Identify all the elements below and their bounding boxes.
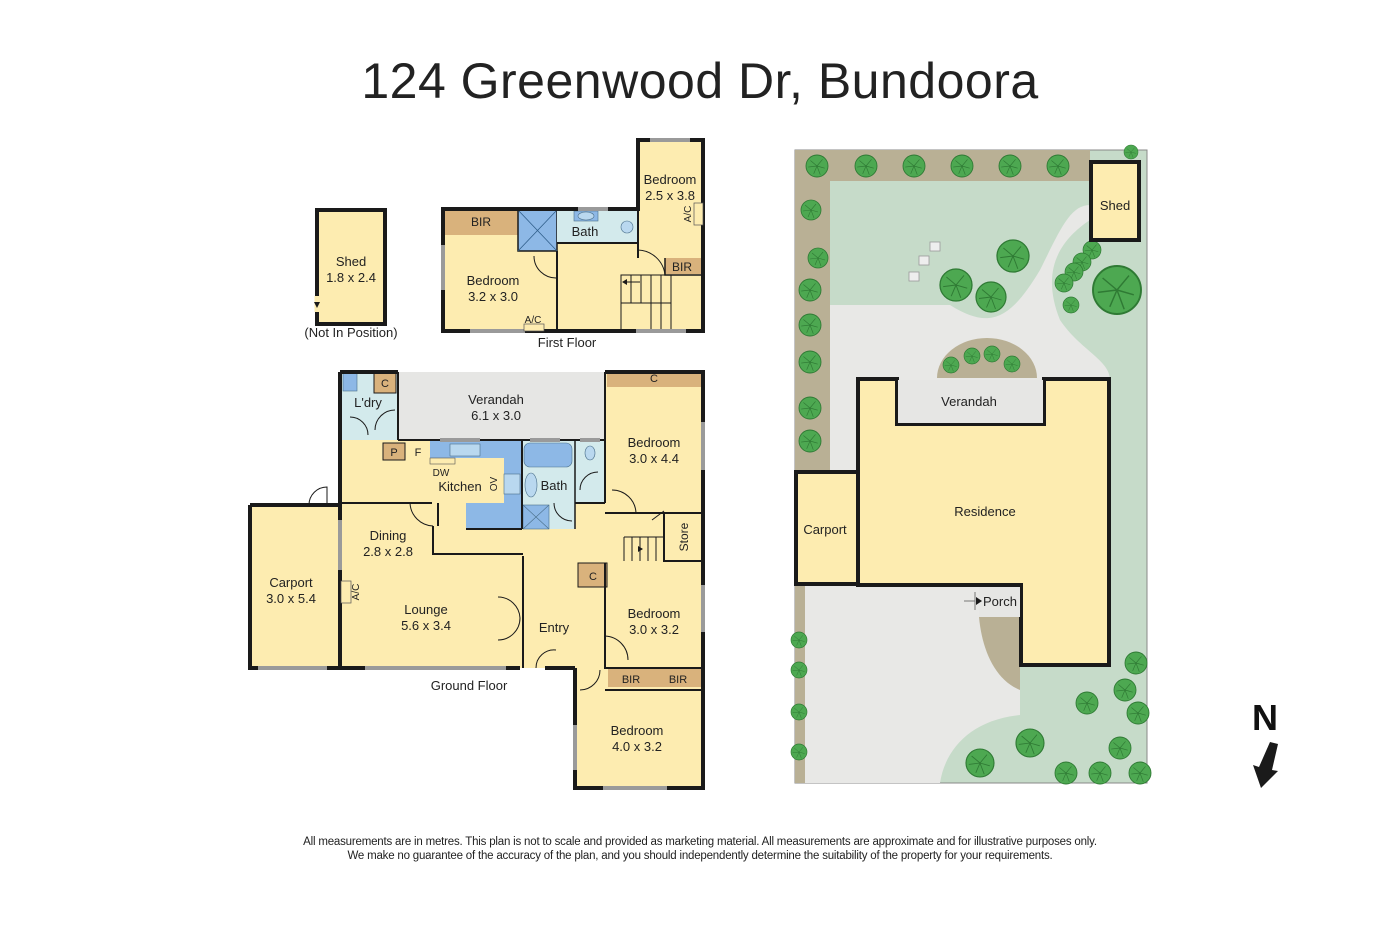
gf-carport-name: Carport: [269, 575, 313, 590]
gf-oven: OV: [489, 476, 500, 491]
ff-bir-2: BIR: [672, 260, 692, 274]
site-carport: Carport: [803, 522, 847, 537]
ff-ac-1: A/C: [525, 315, 542, 326]
ff-ac-2: A/C: [683, 206, 694, 223]
gf-verandah-size: 6.1 x 3.0: [471, 408, 521, 423]
gf-ac: A/C: [351, 584, 362, 601]
gf-laundry: L'dry: [354, 395, 382, 410]
ground-floor-plan: L'dry C Verandah 6.1 x 3.0 C Bedroom 3.0…: [248, 370, 705, 790]
ff-bedroom-2-size: 2.5 x 3.8: [645, 188, 695, 203]
page-title: 124 Greenwood Dr, Bundoora: [361, 53, 1039, 109]
shed-note: (Not In Position): [304, 325, 397, 340]
north-label: N: [1252, 697, 1278, 738]
first-floor-label: First Floor: [538, 335, 597, 350]
gf-bir-1: BIR: [622, 674, 640, 686]
ground-floor-label: Ground Floor: [431, 678, 508, 693]
shed-name: Shed: [336, 254, 366, 269]
ff-bath: Bath: [572, 224, 599, 239]
north-arrow-icon: [1253, 742, 1278, 788]
gf-bedroom-b-name: Bedroom: [628, 606, 681, 621]
gf-laundry-cupboard: C: [381, 378, 389, 390]
gf-bedroom-b-size: 3.0 x 3.2: [629, 622, 679, 637]
site-shed: Shed: [1100, 198, 1130, 213]
gf-dishwasher: DW: [433, 468, 450, 479]
gf-bath: Bath: [541, 478, 568, 493]
gf-bir-2: BIR: [669, 674, 687, 686]
gf-bedroom-c-size: 4.0 x 3.2: [612, 739, 662, 754]
bir-cabinet: [444, 210, 518, 235]
disclaimer-line-1: All measurements are in metres. This pla…: [303, 836, 1097, 848]
ff-bir-1: BIR: [471, 215, 491, 229]
gf-bedroom-a-cupboard: C: [650, 373, 658, 385]
first-floor-plan: BIR Bath BIR Bedroom 3.2 x 3.0 Bedroom 2…: [441, 138, 705, 350]
site-verandah: Verandah: [941, 394, 997, 409]
gf-pantry: P: [390, 447, 397, 459]
gf-bedroom-c-name: Bedroom: [611, 723, 664, 738]
gf-dining-name: Dining: [370, 528, 407, 543]
gf-bedroom-a-size: 3.0 x 4.4: [629, 451, 679, 466]
shed-plan: Shed 1.8 x 2.4 (Not In Position): [304, 208, 398, 340]
ff-bedroom-2-name: Bedroom: [644, 172, 697, 187]
shed-size: 1.8 x 2.4: [326, 270, 376, 285]
site-porch: Porch: [983, 594, 1017, 609]
compass: N: [1247, 700, 1283, 790]
gf-lounge-name: Lounge: [404, 602, 447, 617]
site-residence: Residence: [954, 504, 1015, 519]
disclaimer-line-2: We make no guarantee of the accuracy of …: [347, 850, 1053, 862]
gf-entry: Entry: [539, 620, 570, 635]
gf-lounge-size: 5.6 x 3.4: [401, 618, 451, 633]
gf-verandah-name: Verandah: [468, 392, 524, 407]
ff-bedroom-1-name: Bedroom: [467, 273, 520, 288]
gf-carport-size: 3.0 x 5.4: [266, 591, 316, 606]
gf-entry-cupboard: C: [589, 571, 597, 583]
disclaimer: All measurements are in metres. This pla…: [0, 835, 1400, 863]
gf-store: Store: [677, 522, 691, 551]
gf-fridge: F: [415, 447, 422, 459]
gf-bedroom-a-name: Bedroom: [628, 435, 681, 450]
gf-kitchen: Kitchen: [438, 479, 481, 494]
gf-dining-size: 2.8 x 2.8: [363, 544, 413, 559]
site-plan: Shed Verandah Residence Carport Porch: [790, 144, 1152, 785]
ff-bedroom-1-size: 3.2 x 3.0: [468, 289, 518, 304]
